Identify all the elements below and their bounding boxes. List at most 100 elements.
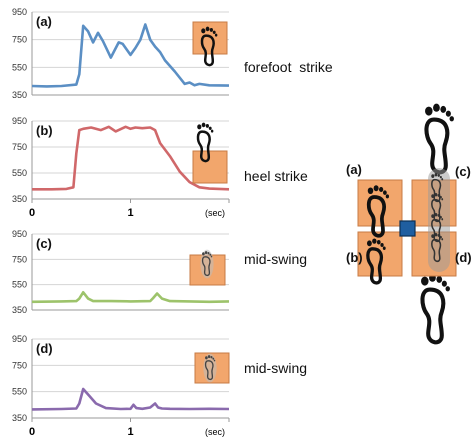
toe [201, 28, 206, 34]
x-tick-label: 1 [127, 426, 133, 438]
toe [207, 355, 211, 359]
sensor-pad [192, 150, 228, 184]
diagram-label-c: (c) [455, 164, 471, 179]
footprint-icon [200, 26, 218, 67]
x-axis-unit-label: (sec) [205, 208, 225, 218]
footprint-left-icon [366, 238, 386, 285]
panel-caption: forefoot strike [244, 59, 333, 75]
toe [437, 173, 440, 177]
toe [197, 124, 202, 130]
toe [433, 103, 440, 112]
toe [202, 252, 205, 256]
y-tick-label: 550 [12, 62, 27, 72]
footprint-icon [203, 353, 217, 383]
y-tick-label: 750 [12, 35, 27, 45]
toe [441, 178, 444, 181]
y-tick-label: 750 [12, 254, 27, 264]
toe [212, 357, 215, 360]
sole-outline [431, 218, 442, 243]
sole-outline [196, 130, 211, 163]
y-tick-label: 750 [12, 360, 27, 370]
toe [436, 275, 443, 283]
pad-a [357, 179, 403, 227]
footprint-bottom-icon [420, 273, 450, 345]
panel-label: (a) [36, 14, 52, 29]
toe [209, 27, 213, 32]
toe [204, 251, 208, 255]
toe [210, 255, 213, 258]
toe [205, 26, 210, 32]
y-tick-label: 950 [12, 229, 27, 239]
sole-outline [204, 360, 214, 381]
toe [372, 238, 377, 244]
sole-outline [366, 195, 386, 238]
toe [382, 246, 386, 250]
toe [385, 194, 389, 199]
toe [209, 253, 212, 256]
sole-outline [201, 256, 211, 277]
panel-label: (c) [36, 236, 52, 251]
toe [205, 356, 208, 360]
x-tick-label: 1 [127, 207, 133, 219]
toe [208, 126, 212, 130]
panel-label: (b) [36, 123, 53, 138]
toe [213, 359, 216, 362]
sole-outline [366, 247, 384, 285]
toe [434, 173, 438, 177]
toe [439, 215, 442, 219]
toe [434, 213, 438, 217]
toe [437, 213, 440, 217]
toe [434, 233, 438, 237]
toe [212, 30, 216, 34]
toe [366, 240, 372, 247]
toe [439, 235, 442, 239]
toe [421, 276, 429, 286]
panel-caption: heel strike [244, 168, 308, 184]
y-tick-label: 350 [12, 413, 27, 423]
toe [449, 116, 454, 122]
sole-outline [420, 287, 446, 345]
toe [437, 193, 440, 197]
panel-caption: mid-swing [244, 251, 307, 267]
toe [431, 234, 435, 238]
toe [434, 193, 438, 197]
footprint-left-icon [366, 185, 389, 238]
footprint-icon [196, 122, 214, 163]
toe [441, 280, 447, 287]
panel-caption: mid-swing [244, 360, 307, 376]
toe [383, 190, 387, 195]
series-line [31, 291, 230, 304]
toe [441, 238, 444, 241]
sole-outline [431, 198, 442, 223]
series-line [31, 387, 230, 411]
footprint-ghost-icon [431, 173, 444, 203]
sole-outline [431, 238, 442, 263]
x-tick-label: 0 [29, 426, 35, 438]
toe [431, 194, 435, 198]
toe [425, 106, 433, 116]
y-tick-label: 950 [12, 116, 27, 126]
toe [367, 187, 374, 195]
y-tick-label: 950 [12, 334, 27, 344]
y-tick-label: 750 [12, 142, 27, 152]
diagram-label-b: (b) [346, 250, 363, 265]
y-tick-label: 950 [12, 7, 27, 17]
toe [445, 286, 450, 292]
sensor-pad [192, 21, 228, 55]
series-line [32, 125, 230, 191]
toe [207, 251, 210, 255]
x-axis-unit-label: (sec) [205, 427, 225, 437]
diagram-label-d: (d) [455, 250, 472, 265]
footprint-ghost-icon [431, 193, 444, 223]
x-tick-label: 0 [29, 207, 35, 219]
sole-outline [431, 178, 442, 203]
footprint-icon [200, 249, 214, 279]
toe [441, 198, 444, 201]
y-tick-label: 550 [12, 168, 27, 178]
sensor-placement-diagram: (a)(b)(c)(d) [346, 103, 472, 345]
